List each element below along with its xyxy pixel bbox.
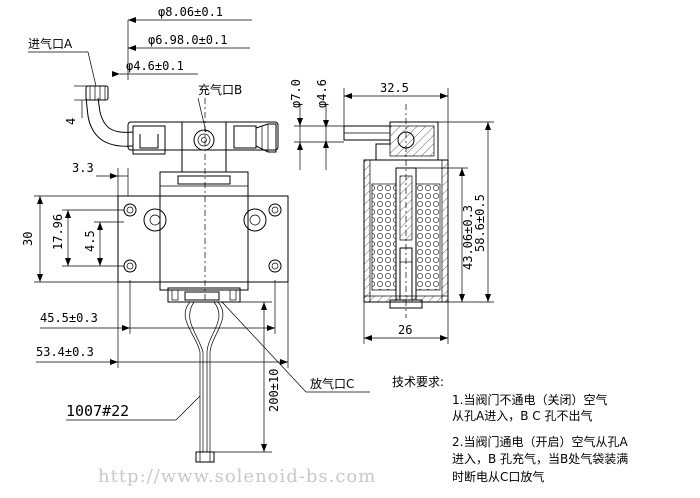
port-b-fitting: [193, 129, 215, 151]
mount-hole: [268, 259, 282, 273]
exhaust-c-label: 放气口C: [310, 376, 354, 391]
port-a-fitting: [132, 125, 166, 155]
side-dim-32-5: 32.5: [380, 81, 409, 95]
wire-spec-label: 1007#22: [66, 402, 129, 420]
inlet-a-label: 进气口A: [28, 36, 73, 51]
inlet-tube: [97, 97, 134, 133]
note-line-1: 1.当阀门不通电（关闭）空气: [452, 392, 607, 407]
side-dim-d7: φ7.0: [289, 79, 303, 108]
dim-17-96: 17.96: [51, 214, 65, 250]
mount-hole: [268, 203, 282, 217]
side-dim-d4-6: φ4.6: [315, 79, 329, 108]
dim-4-5: 4.5: [83, 230, 97, 252]
coil-winding-left: [371, 183, 397, 291]
dim-45-5: 45.5±0.3: [40, 311, 98, 325]
side-dimensions: φ7.0 φ4.6 32.5 58.6±0.5 43.06±0.3 26: [289, 79, 494, 344]
front-dimensions: φ8.06±0.1 φ6.98.0±0.1 φ4.6±0.1 进气口A 4 充气…: [21, 5, 370, 453]
dim-4: 4: [64, 118, 78, 125]
terminal-block: [167, 287, 241, 303]
side-dim-26: 26: [398, 323, 412, 337]
side-dim-43-06: 43.06±0.3: [461, 205, 475, 270]
charge-b-label: 充气口B: [198, 82, 242, 97]
inlet-nozzle: [85, 85, 109, 101]
dim-d6-98: φ6.98.0±0.1: [148, 33, 227, 47]
coil-winding-right: [415, 183, 441, 291]
wire-connector: [195, 451, 215, 463]
dim-200: 200±10: [267, 369, 281, 412]
mounting-plate: [117, 195, 289, 283]
coil-body: [159, 171, 249, 291]
center-boss: [143, 208, 167, 232]
note-line-2: 从孔A进入，B C 孔不出气: [452, 408, 592, 423]
dim-3-3: 3.3: [72, 161, 94, 175]
note-line-4: 进入，B 孔充气，当B处气袋装满: [452, 451, 628, 466]
note-line-5: 时断电从C口放气: [452, 469, 544, 484]
mount-hole: [123, 203, 137, 217]
dim-d4-6: φ4.6±0.1: [126, 59, 184, 73]
front-view: [85, 85, 289, 463]
note-line-3: 2.当阀门通电（开启）空气从孔A: [452, 434, 628, 449]
dim-30: 30: [21, 232, 35, 246]
technical-notes: 技术要求: 1.当阀门不通电（关闭）空气 从孔A进入，B C 孔不出气 2.当阀…: [392, 375, 628, 484]
port-c-fitting: [255, 123, 277, 153]
mount-hole: [123, 259, 137, 273]
lead-wire: [184, 301, 201, 452]
side-section-view: [343, 104, 449, 318]
dim-d8-06: φ8.06±0.1: [158, 5, 223, 19]
plunger: [399, 175, 413, 241]
watermark-url: http://www.solenoid-bs.com: [98, 466, 376, 487]
dim-53-4: 53.4±0.3: [36, 345, 94, 359]
notes-title: 技术要求:: [392, 375, 444, 389]
side-dim-58-6: 58.6±0.5: [473, 194, 487, 252]
